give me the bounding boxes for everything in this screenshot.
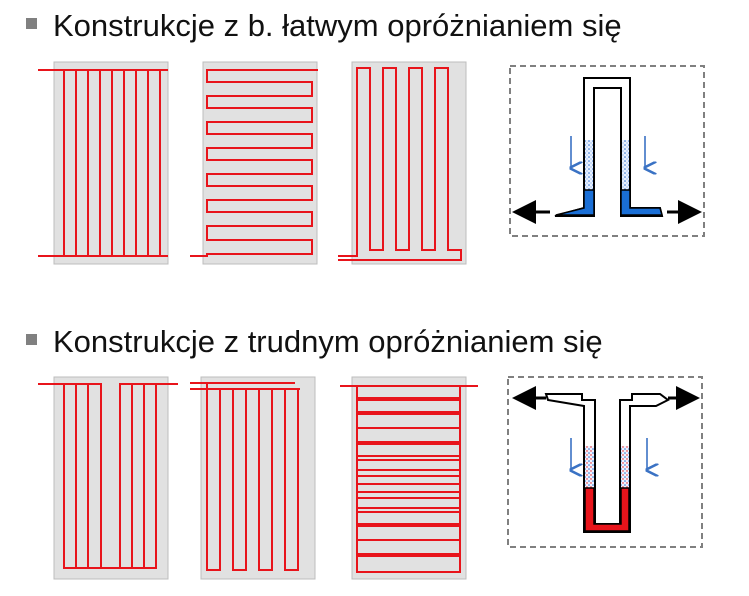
detail-easy-drainage [509, 65, 705, 237]
heading-easy-drainage: Konstrukcje z b. łatwym opróżnianiem się [26, 10, 622, 41]
panel-easy-3 [338, 61, 467, 265]
heading-hard-text: Konstrukcje z trudnym opróżnianiem się [53, 324, 603, 359]
panel-easy-2 [190, 61, 318, 265]
detail-hard-drainage [507, 376, 703, 548]
panel-hard-2 [190, 376, 316, 580]
panel-hard-1 [38, 376, 178, 580]
panel-easy-1 [38, 61, 169, 265]
square-bullet-icon [26, 18, 37, 30]
heading-easy-text: Konstrukcje z b. łatwym opróżnianiem się [53, 8, 622, 43]
heading-hard-drainage: Konstrukcje z trudnym opróżnianiem się [26, 326, 603, 357]
panel-hard-3 [340, 376, 478, 580]
square-bullet-icon [26, 334, 37, 346]
